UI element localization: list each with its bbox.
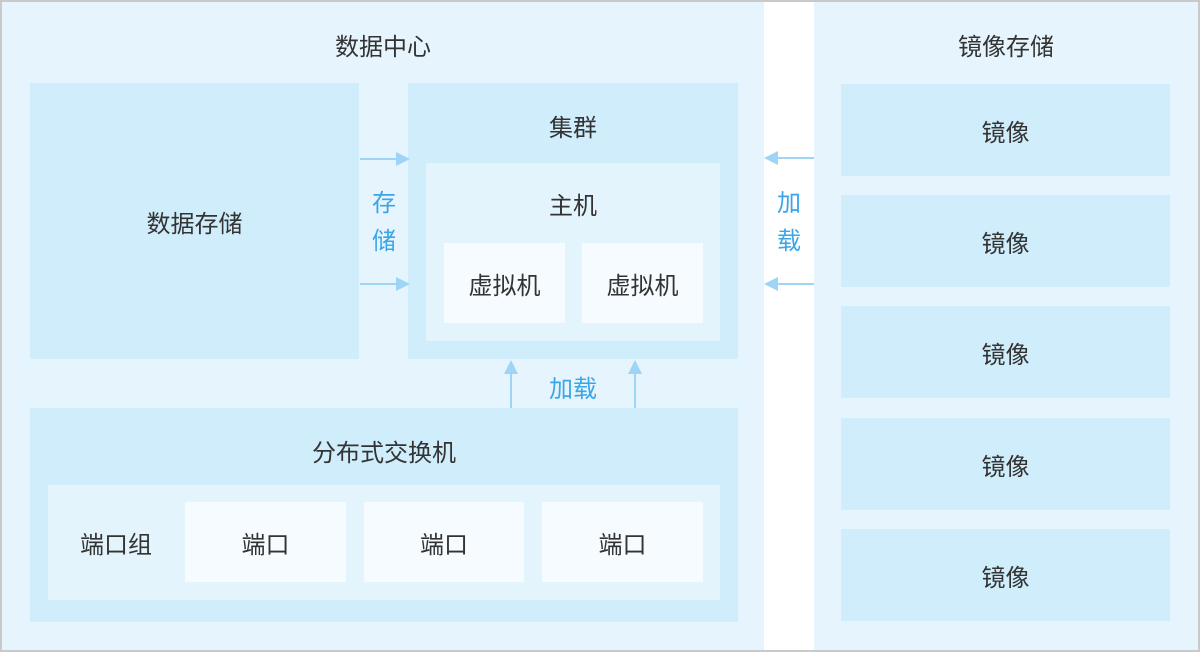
load-label-char-1: 加 (777, 189, 801, 217)
arrow-load-right-top (764, 151, 814, 165)
host-box: 主机 虚拟机 虚拟机 (426, 163, 720, 341)
image-label: 镜像 (981, 340, 1030, 369)
distributed-switch-box: 分布式交换机 端口组 端口 端口 端口 (30, 408, 738, 622)
image-storage-title: 镜像存储 (958, 32, 1054, 61)
vm-box-2: 虚拟机 (582, 243, 703, 323)
port-label: 端口 (598, 530, 647, 559)
load-label-bottom: 加载 (549, 374, 597, 403)
arrow-store-top (360, 152, 410, 166)
image-label: 镜像 (981, 452, 1030, 481)
store-label: 存 储 (364, 184, 404, 260)
arrow-store-bottom (360, 277, 410, 291)
switch-title: 分布式交换机 (312, 438, 456, 467)
port-label: 端口 (420, 530, 468, 559)
image-box-2: 镜像 (841, 195, 1170, 287)
arrow-load-right-bottom (764, 277, 814, 291)
cluster-title: 集群 (549, 113, 597, 142)
vm-box-1: 虚拟机 (444, 243, 565, 323)
port-box-3: 端口 (542, 502, 703, 582)
arrow-load-up-right (628, 360, 642, 408)
image-label: 镜像 (981, 563, 1030, 592)
image-box-5: 镜像 (841, 529, 1170, 621)
image-box-4: 镜像 (841, 418, 1170, 510)
load-label-right: 加 载 (769, 184, 809, 260)
vm-label: 虚拟机 (606, 271, 679, 300)
cluster-box: 集群 主机 虚拟机 虚拟机 (408, 83, 738, 359)
port-box-1: 端口 (185, 502, 346, 582)
image-box-1: 镜像 (841, 84, 1170, 176)
host-title: 主机 (549, 191, 597, 220)
store-label-char-1: 存 (372, 189, 396, 217)
image-label: 镜像 (981, 229, 1030, 258)
image-box-3: 镜像 (841, 306, 1170, 398)
data-storage-label: 数据存储 (146, 209, 243, 238)
load-label-char-2: 载 (777, 227, 801, 255)
port-label: 端口 (241, 530, 290, 559)
data-storage-box: 数据存储 (30, 83, 359, 359)
store-label-char-2: 储 (372, 227, 396, 255)
vm-label: 虚拟机 (468, 271, 541, 300)
arrow-load-up-left (504, 360, 518, 408)
port-box-2: 端口 (364, 502, 524, 582)
port-group-box: 端口组 端口 端口 端口 (48, 485, 720, 600)
image-label: 镜像 (981, 118, 1030, 147)
port-group-label: 端口组 (80, 531, 152, 559)
datacenter-title: 数据中心 (335, 32, 431, 61)
